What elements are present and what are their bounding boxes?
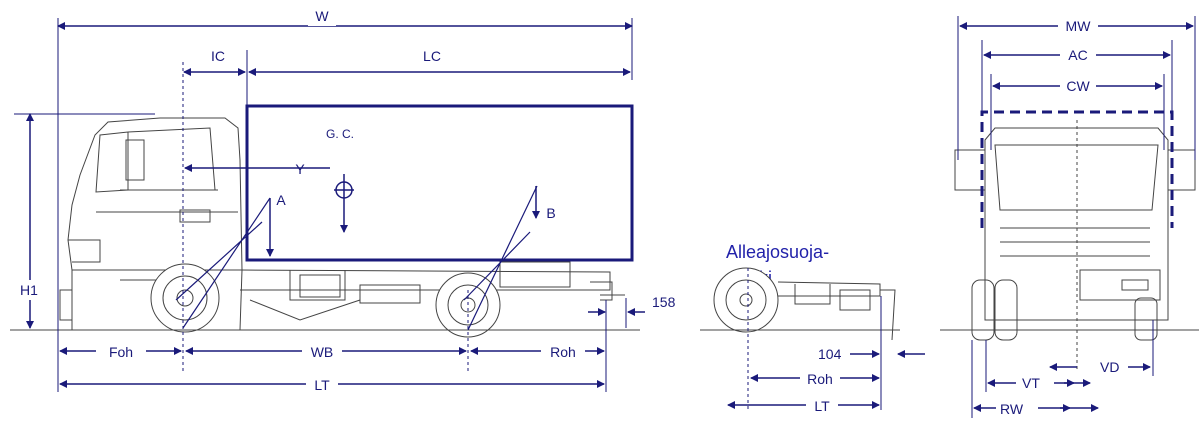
label-gc: G. C. xyxy=(326,127,354,141)
cargo-box xyxy=(245,104,634,262)
label-rw: RW xyxy=(1000,401,1024,417)
label-vt: VT xyxy=(1022,375,1040,391)
approach-angle-line-front-2 xyxy=(175,221,263,301)
label-a: A xyxy=(276,192,286,208)
label-158: 158 xyxy=(652,294,676,310)
label-y: Y xyxy=(295,161,305,177)
angle-line-rear xyxy=(467,185,538,331)
label-w: W xyxy=(315,8,329,24)
label-wb: WB xyxy=(311,344,334,360)
label-cw: CW xyxy=(1066,78,1090,94)
underrun-bar-view: Alleajosuoja- palkki 104 Roh LT xyxy=(700,242,925,414)
angle-line-rear-2 xyxy=(463,231,531,301)
label-lt: LT xyxy=(314,377,330,393)
label-lc: LC xyxy=(423,48,441,64)
side-view: W IC LC G. C. Y A B H1 Foh xyxy=(10,6,676,393)
label-roh: Roh xyxy=(550,344,576,360)
label-foh: Foh xyxy=(109,344,133,360)
label-ac: AC xyxy=(1068,47,1087,63)
label-104: 104 xyxy=(818,346,842,362)
small-wheel xyxy=(713,267,779,333)
label-ic: IC xyxy=(211,48,225,64)
approach-angle-line-front xyxy=(182,197,271,329)
front-wheel xyxy=(150,263,220,333)
label-h1: H1 xyxy=(20,282,38,298)
label-b: B xyxy=(546,205,555,221)
label-mw: MW xyxy=(1066,18,1092,34)
front-view: MW AC CW VD VT RW xyxy=(940,16,1199,418)
label-vd: VD xyxy=(1100,359,1119,375)
caption-line-1: Alleajosuoja- xyxy=(726,242,829,262)
cab-front-outline xyxy=(954,127,1196,341)
label-lt-small: LT xyxy=(814,398,830,414)
label-roh-small: Roh xyxy=(807,371,833,387)
chassis-frame xyxy=(239,261,625,321)
box-outline-front xyxy=(980,110,1174,228)
